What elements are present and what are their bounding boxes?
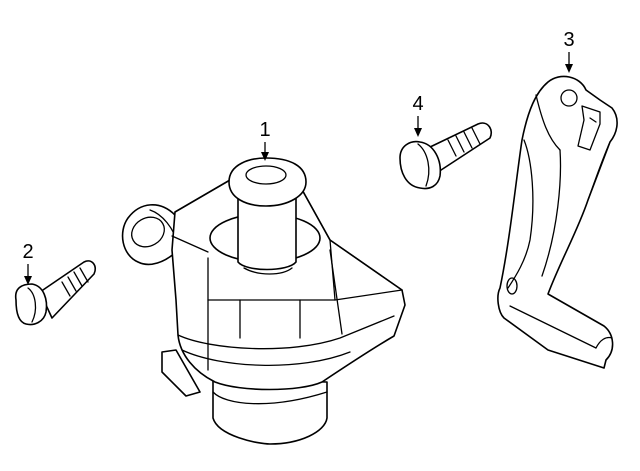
callout-4: 4 (412, 93, 424, 137)
callout-label-bracket-bolt: 4 (412, 93, 423, 115)
callout-label-bracket: 3 (563, 29, 574, 51)
mounting-bracket[interactable] (497, 75, 618, 369)
water-pump[interactable] (121, 157, 406, 445)
callout-1: 1 (259, 119, 271, 161)
pump-bolt[interactable] (14, 260, 97, 326)
callout-2: 2 (22, 241, 34, 285)
bracket-bolt[interactable] (399, 122, 493, 190)
callout-label-pump: 1 (259, 119, 270, 141)
callout-3: 3 (563, 29, 575, 73)
callout-label-pump-bolt: 2 (22, 241, 33, 263)
